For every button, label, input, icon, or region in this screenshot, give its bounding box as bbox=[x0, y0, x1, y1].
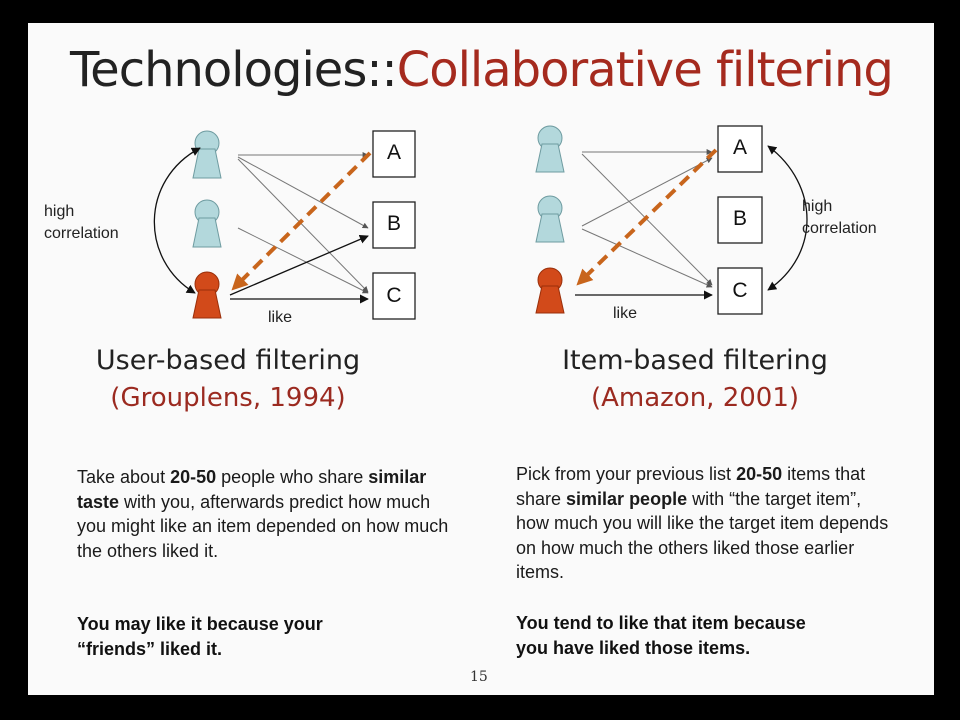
person-icon bbox=[535, 195, 565, 243]
item-based-citation: (Amazon, 2001) bbox=[590, 383, 800, 413]
item-label-a: A bbox=[386, 141, 401, 164]
title-prefix: Technologies:: bbox=[70, 42, 398, 98]
like-arrow bbox=[237, 158, 369, 293]
correlation-arrow bbox=[767, 145, 808, 291]
user-based-citation: (Grouplens, 1994) bbox=[110, 383, 346, 413]
item-based-subtitle: Item-based filtering bbox=[562, 345, 828, 376]
item-label-c: C bbox=[386, 284, 402, 307]
item-box-a bbox=[717, 125, 763, 173]
slide bbox=[28, 23, 934, 695]
correlation-label-line1: high bbox=[802, 198, 833, 215]
title-accent: Collaborative filtering bbox=[396, 42, 894, 98]
user-based-subtitle: User-based filtering bbox=[95, 345, 361, 376]
item-label-a: A bbox=[732, 136, 747, 159]
user-based-diagram bbox=[153, 130, 416, 320]
user-based-note: You may like it because your“friends” li… bbox=[77, 614, 323, 659]
like-arrow bbox=[237, 156, 369, 229]
correlation-arrow bbox=[153, 147, 201, 294]
item-box-b bbox=[717, 196, 763, 244]
target-user-icon bbox=[535, 267, 565, 314]
like-label: like bbox=[268, 309, 293, 326]
person-icon bbox=[535, 125, 565, 173]
like-arrow bbox=[229, 235, 369, 296]
item-label-b: B bbox=[732, 207, 747, 230]
item-box-c bbox=[372, 272, 416, 320]
item-box-c bbox=[717, 267, 763, 315]
item-box-b bbox=[372, 201, 416, 249]
like-label: like bbox=[613, 305, 638, 322]
correlation-label-line2: correlation bbox=[802, 220, 877, 237]
recommendation-arrow bbox=[576, 148, 718, 286]
like-arrow bbox=[581, 228, 713, 288]
like-arrow bbox=[237, 227, 369, 294]
item-box-a bbox=[372, 130, 416, 178]
person-icon bbox=[192, 199, 222, 248]
recommendation-arrow bbox=[231, 151, 372, 291]
item-based-description: Pick from your previous list 20-50 items… bbox=[516, 464, 889, 582]
item-label-b: B bbox=[386, 212, 401, 235]
correlation-label-line2: correlation bbox=[44, 225, 119, 242]
page-number: 15 bbox=[470, 669, 488, 685]
user-based-description: Take about 20-50 people who share simila… bbox=[77, 467, 449, 561]
slide-title: Technologies::Collaborative filtering bbox=[70, 42, 894, 98]
correlation-label-line1: high bbox=[44, 203, 75, 220]
like-arrow bbox=[581, 157, 713, 227]
person-icon bbox=[192, 130, 222, 179]
item-label-c: C bbox=[732, 279, 748, 302]
item-based-diagram bbox=[535, 125, 808, 315]
target-user-icon bbox=[192, 271, 222, 319]
